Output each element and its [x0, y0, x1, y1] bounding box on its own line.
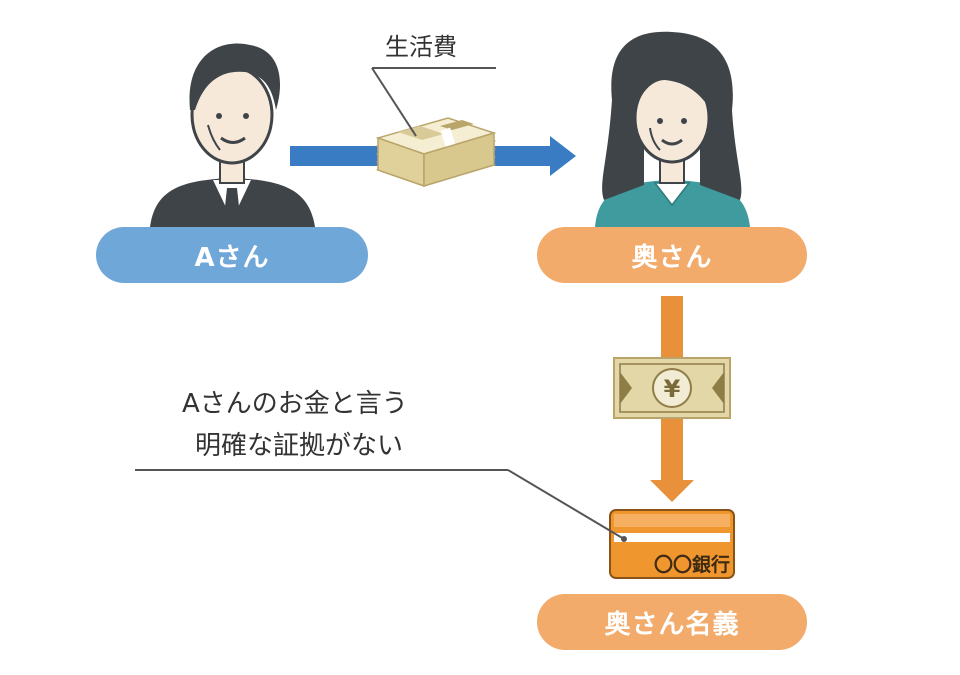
- account-owner-label: 奥さん名義: [537, 594, 807, 650]
- money-label: 生活費: [385, 33, 457, 61]
- bank-name-text: 〇〇銀行: [654, 553, 730, 576]
- note-line-2: 明確な証拠がない: [195, 431, 404, 461]
- man-avatar-icon: [150, 43, 315, 227]
- note-leader-line: [135, 469, 627, 542]
- yen-symbol: ¥: [664, 375, 681, 403]
- bankbook-icon: 〇〇銀行: [609, 509, 735, 579]
- note-line-1: Aさんのお金と言う: [182, 389, 408, 419]
- yen-bill-icon: ¥: [613, 357, 731, 419]
- money-bundle-icon: [375, 117, 497, 188]
- person-a-label: Aさん: [96, 227, 368, 283]
- money-leader-line: [371, 67, 496, 137]
- woman-avatar-icon: [595, 31, 750, 227]
- wife-label: 奥さん: [537, 227, 807, 283]
